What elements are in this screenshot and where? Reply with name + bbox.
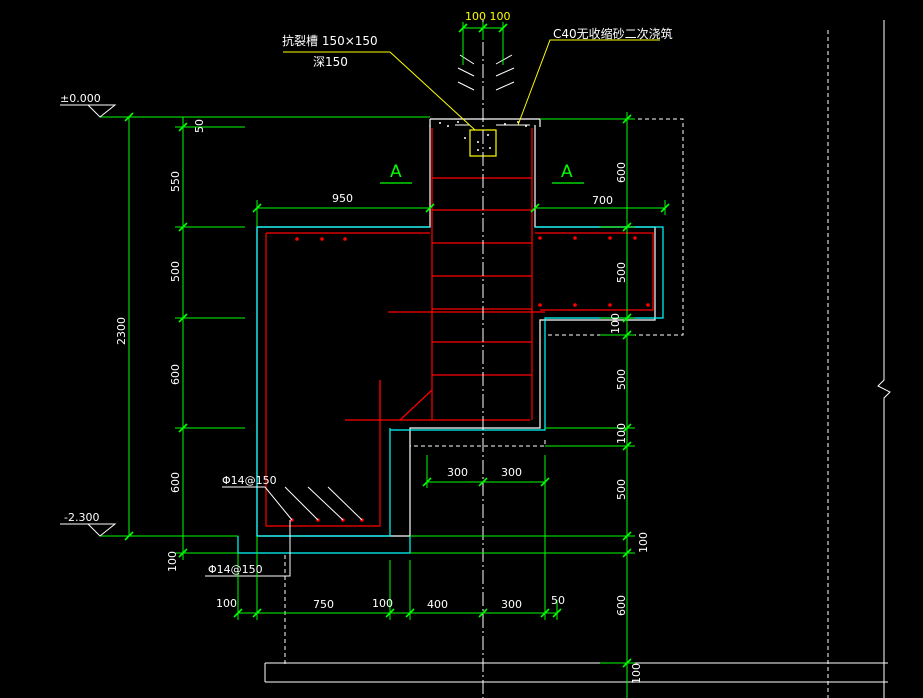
dim-left-600-b: 600 xyxy=(169,472,182,493)
dim-top-pair: 100 100 xyxy=(465,10,511,23)
labels: 100 100 抗裂槽 150×150 深150 C40无收缩砂二次浇筑 ±0.… xyxy=(60,10,673,684)
dim-left-600-a: 600 xyxy=(169,364,182,385)
rebar-leader-hatch xyxy=(205,486,363,577)
leaders xyxy=(283,39,660,131)
waterproof-layer xyxy=(256,226,430,537)
dim-b-100-a: 100 xyxy=(216,597,237,610)
grout-dots xyxy=(439,121,527,151)
rebar-label-2: Φ14@150 xyxy=(208,563,263,576)
dim-950: 950 xyxy=(332,192,353,205)
dim-right-600-a: 600 xyxy=(615,162,628,183)
dim-right-500-b: 500 xyxy=(615,369,628,390)
rebar-dots xyxy=(290,236,650,522)
dim-700: 700 xyxy=(592,194,613,207)
grout-note: C40无收缩砂二次浇筑 xyxy=(553,26,673,41)
rebar-label-1: Φ14@150 xyxy=(222,474,277,487)
waterstop-title: 抗裂槽 150×150 xyxy=(282,33,378,48)
dim-left-500: 500 xyxy=(169,261,182,282)
dim-right-100-c: 100 xyxy=(637,532,650,553)
section-mark-right: A xyxy=(561,162,573,182)
section-mark-left: A xyxy=(390,162,402,182)
dim-b-750: 750 xyxy=(313,598,334,611)
dimension-lines xyxy=(100,22,666,698)
cushion-layer xyxy=(237,536,411,554)
elevation-markers xyxy=(60,104,117,537)
dim-left-550: 550 xyxy=(169,171,182,192)
dim-300-a: 300 xyxy=(447,466,468,479)
grout-fill xyxy=(455,54,530,126)
waterproof-layer-right xyxy=(390,226,664,431)
dim-right-100-d: 100 xyxy=(630,663,643,684)
dim-2300: 2300 xyxy=(115,317,128,345)
dim-b-300: 300 xyxy=(501,598,522,611)
dim-b-50: 50 xyxy=(551,594,565,607)
elevation-top: ±0.000 xyxy=(60,92,101,105)
dim-left-50: 50 xyxy=(193,119,206,133)
dim-right-500-c: 500 xyxy=(615,479,628,500)
dim-right-100-b: 100 xyxy=(615,423,628,444)
dim-b-400: 400 xyxy=(427,598,448,611)
dimension-ticks xyxy=(124,23,670,668)
elevation-bottom: -2.300 xyxy=(64,511,99,524)
waterstop-depth: 深150 xyxy=(313,55,348,69)
dim-right-100-a: 100 xyxy=(609,313,622,334)
dim-300-b: 300 xyxy=(501,466,522,479)
dim-right-500-a: 500 xyxy=(615,262,628,283)
dim-right-600-b: 600 xyxy=(615,595,628,616)
dim-b-100-b: 100 xyxy=(372,597,393,610)
dim-left-100: 100 xyxy=(166,551,179,572)
break-line xyxy=(877,20,891,698)
floor-slab xyxy=(264,662,888,683)
rebar xyxy=(265,128,654,527)
